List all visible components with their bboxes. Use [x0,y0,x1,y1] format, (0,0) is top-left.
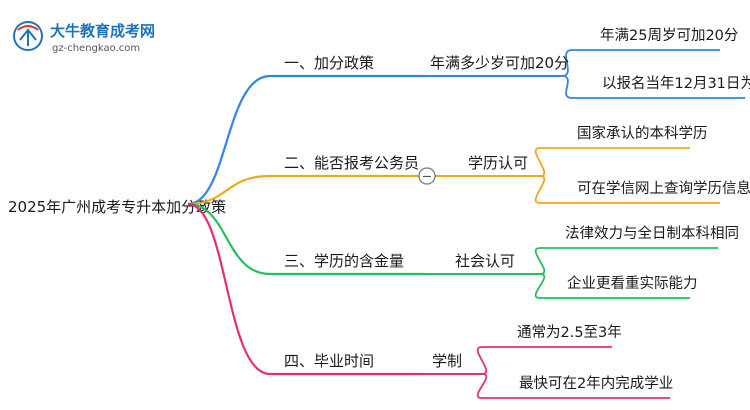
branch-4-leaf-1-connector [476,346,488,375]
logo-url: gz-chengkao.com [52,43,140,54]
branch-4-leaf-1[interactable]: 通常为2.5至3年 [517,324,622,341]
connector-lines [187,49,745,399]
topic-nodes: 年满25周岁可加20分以报名当年12月31日为准 一、加分政策 年满多少岁可加20分… [284,27,750,392]
collapse-symbol: − [422,170,433,185]
branch-4-leaf-2-connector [476,373,488,399]
branch-1-leaf-2[interactable]: 以报名当年12月31日为准 [602,75,750,92]
branch-4-label[interactable]: 四、毕业时间 [284,352,374,370]
bull-logo-icon [13,21,43,51]
collapse-toggle-button[interactable]: − [418,167,436,185]
branch-2-leaf-1[interactable]: 国家承认的本科学历 [577,125,708,142]
branch-2-connector [187,174,271,206]
branch-4-connector [187,202,271,376]
branch-2-mid-label[interactable]: 学历认可 [468,154,528,172]
root-topic[interactable]: 2025年广州成考专升本加分政策 [8,198,226,216]
branch-2-leaf-2[interactable]: 可在学信网上查询学历信息 [577,180,750,197]
branch-4-leaf-2[interactable]: 最快可在2年内完成学业 [519,375,673,392]
branch-3-leaf-1-connector [534,247,546,275]
branch-2-leaf-2-connector [534,175,546,204]
minus-icon [418,167,436,185]
branch-1-connector [187,74,271,206]
branch-2-label[interactable]: 二、能否报考公务员 [284,154,419,172]
branch-1-label[interactable]: 一、加分政策 [284,54,374,72]
branch-1-leaf-1-connector [561,49,573,77]
branch-3-mid-label[interactable]: 社会认可 [455,252,515,270]
branch-3-connector [187,202,271,276]
branch-3-leaf-2[interactable]: 企业更看重实际能力 [567,274,698,292]
branch-1-leaf-2-connector [561,75,573,99]
logo-title: 大牛教育成考网 [50,22,155,40]
branch-1-mid-label[interactable]: 年满多少岁可加20分 [430,54,569,72]
branch-3-leaf-2-connector [534,273,546,299]
branch-3-label[interactable]: 三、学历的含金量 [284,252,404,270]
branch-3-leaf-1[interactable]: 法律效力与全日制本科相同 [565,224,739,242]
site-logo[interactable]: 大牛教育成考网 gz-chengkao.com [13,21,155,54]
branch-2-leaf-1-connector [534,147,546,177]
branch-4-mid-label[interactable]: 学制 [432,352,462,370]
branch-1-leaf-1[interactable]: 年满25周岁可加20分 [600,27,738,44]
